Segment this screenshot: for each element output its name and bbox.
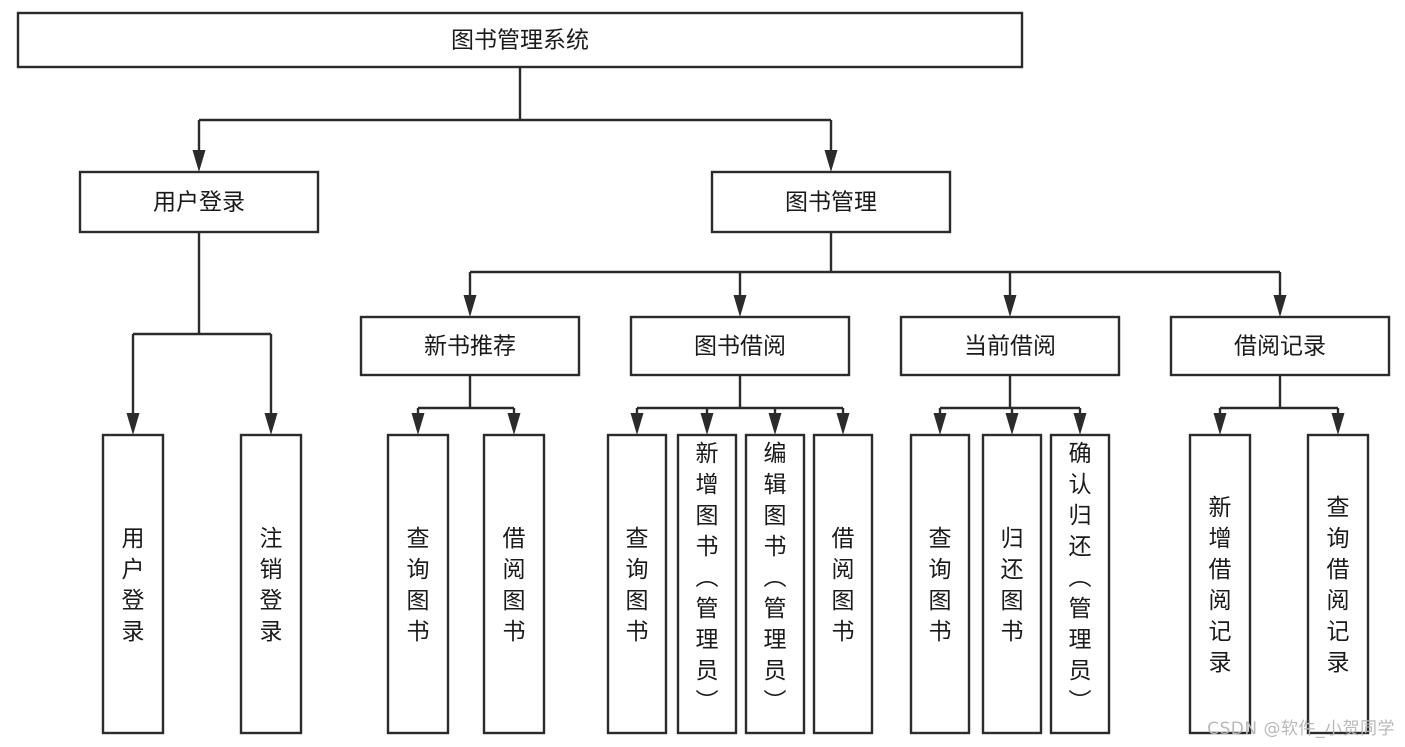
node-leaf-add-record[interactable]: 新增借阅记录 xyxy=(1188,433,1252,735)
node-label-book-manage: 图书管理 xyxy=(785,190,877,216)
node-label-leaf-edit-book: 编辑图书︵管理员︶ xyxy=(764,441,787,715)
node-box-leaf-user-login[interactable] xyxy=(101,433,165,735)
node-current-borrow[interactable]: 当前借阅 xyxy=(899,315,1121,377)
node-leaf-logout[interactable]: 注销登录 xyxy=(239,433,303,735)
node-label-book-borrow: 图书借阅 xyxy=(694,334,786,360)
node-box-root[interactable] xyxy=(16,11,1024,69)
node-box-leaf-query-book-3[interactable] xyxy=(909,433,971,735)
node-box-leaf-confirm-return[interactable] xyxy=(1049,433,1111,735)
node-label-leaf-query-book-1: 查询图书 xyxy=(407,526,430,645)
node-leaf-confirm-return[interactable]: 确认归还︵管理员︶ xyxy=(1049,433,1111,735)
node-leaf-user-login[interactable]: 用户登录 xyxy=(101,433,165,735)
node-label-leaf-query-book-2: 查询图书 xyxy=(626,526,649,645)
arrow-head-icon xyxy=(1331,413,1345,435)
node-label-leaf-confirm-return: 确认归还︵管理员︶ xyxy=(1069,441,1092,715)
connectors-layer xyxy=(126,67,1345,435)
arrow-head-icon xyxy=(1273,295,1287,317)
node-label-borrow-record: 借阅记录 xyxy=(1234,334,1326,360)
node-label-leaf-query-record: 查询借阅记录 xyxy=(1327,495,1350,676)
connector-group-book-manage xyxy=(463,232,1287,317)
node-box-leaf-logout[interactable] xyxy=(239,433,303,735)
node-box-leaf-add-record[interactable] xyxy=(1188,433,1252,735)
node-box-borrow-record[interactable] xyxy=(1169,315,1391,377)
node-label-leaf-add-book: 新增图书︵管理员︶ xyxy=(696,441,719,715)
arrow-head-icon xyxy=(1073,413,1087,435)
node-box-user-login[interactable] xyxy=(78,170,320,234)
node-label-leaf-return-book: 归还图书 xyxy=(1001,526,1024,645)
node-label-user-login: 用户登录 xyxy=(153,190,245,216)
node-box-leaf-borrow-book-2[interactable] xyxy=(812,433,874,735)
arrow-head-icon xyxy=(768,413,782,435)
node-leaf-borrow-book-2[interactable]: 借阅图书 xyxy=(812,433,874,735)
node-box-book-borrow[interactable] xyxy=(629,315,851,377)
node-label-new-book-rec: 新书推荐 xyxy=(424,334,516,360)
arrow-head-icon xyxy=(264,413,278,435)
arrow-head-icon xyxy=(126,413,140,435)
arrow-head-icon xyxy=(411,413,425,435)
node-label-leaf-borrow-book-1: 借阅图书 xyxy=(503,526,526,645)
arrow-head-icon xyxy=(630,413,644,435)
node-label-root: 图书管理系统 xyxy=(451,28,589,54)
node-box-leaf-query-book-2[interactable] xyxy=(606,433,668,735)
node-box-book-manage[interactable] xyxy=(710,170,952,234)
node-leaf-query-book-1[interactable]: 查询图书 xyxy=(386,433,450,735)
node-box-current-borrow[interactable] xyxy=(899,315,1121,377)
node-leaf-borrow-book-1[interactable]: 借阅图书 xyxy=(482,433,546,735)
node-box-leaf-add-book[interactable] xyxy=(676,433,738,735)
arrow-head-icon xyxy=(700,413,714,435)
node-label-current-borrow: 当前借阅 xyxy=(964,334,1056,360)
node-box-leaf-borrow-book-1[interactable] xyxy=(482,433,546,735)
node-book-manage[interactable]: 图书管理 xyxy=(710,170,952,234)
node-box-leaf-edit-book[interactable] xyxy=(744,433,806,735)
node-leaf-query-book-2[interactable]: 查询图书 xyxy=(606,433,668,735)
node-box-new-book-rec[interactable] xyxy=(359,315,581,377)
node-label-leaf-borrow-book-2: 借阅图书 xyxy=(832,526,855,645)
node-leaf-query-book-3[interactable]: 查询图书 xyxy=(909,433,971,735)
node-user-login[interactable]: 用户登录 xyxy=(78,170,320,234)
node-leaf-edit-book[interactable]: 编辑图书︵管理员︶ xyxy=(744,433,806,735)
arrow-head-icon xyxy=(463,295,477,317)
node-box-leaf-query-book-1[interactable] xyxy=(386,433,450,735)
node-leaf-add-book[interactable]: 新增图书︵管理员︶ xyxy=(676,433,738,735)
connector-group-root xyxy=(192,67,838,172)
connector-group-book-borrow xyxy=(630,375,850,435)
node-box-leaf-query-record[interactable] xyxy=(1306,433,1370,735)
connector-group-user-login xyxy=(126,232,278,435)
node-root[interactable]: 图书管理系统 xyxy=(16,11,1024,69)
node-label-leaf-add-record: 新增借阅记录 xyxy=(1209,495,1232,676)
arrow-head-icon xyxy=(507,413,521,435)
node-leaf-return-book[interactable]: 归还图书 xyxy=(981,433,1043,735)
arrow-head-icon xyxy=(933,413,947,435)
node-new-book-rec[interactable]: 新书推荐 xyxy=(359,315,581,377)
arrow-head-icon xyxy=(733,295,747,317)
node-label-leaf-logout: 注销登录 xyxy=(260,526,283,645)
connector-group-current-borrow xyxy=(933,375,1087,435)
arrow-head-icon xyxy=(1003,295,1017,317)
node-leaf-query-record[interactable]: 查询借阅记录 xyxy=(1306,433,1370,735)
node-label-leaf-user-login: 用户登录 xyxy=(122,526,145,645)
connector-group-new-book-rec xyxy=(411,375,521,435)
nodes-layer: 图书管理系统用户登录图书管理新书推荐图书借阅当前借阅借阅记录用户登录注销登录查询… xyxy=(16,11,1391,735)
arrow-head-icon xyxy=(192,150,206,172)
node-borrow-record[interactable]: 借阅记录 xyxy=(1169,315,1391,377)
node-book-borrow[interactable]: 图书借阅 xyxy=(629,315,851,377)
connector-group-borrow-record xyxy=(1213,375,1345,435)
arrow-head-icon xyxy=(1005,413,1019,435)
node-label-leaf-query-book-3: 查询图书 xyxy=(929,526,952,645)
node-box-leaf-return-book[interactable] xyxy=(981,433,1043,735)
arrow-head-icon xyxy=(824,150,838,172)
arrow-head-icon xyxy=(836,413,850,435)
arrow-head-icon xyxy=(1213,413,1227,435)
